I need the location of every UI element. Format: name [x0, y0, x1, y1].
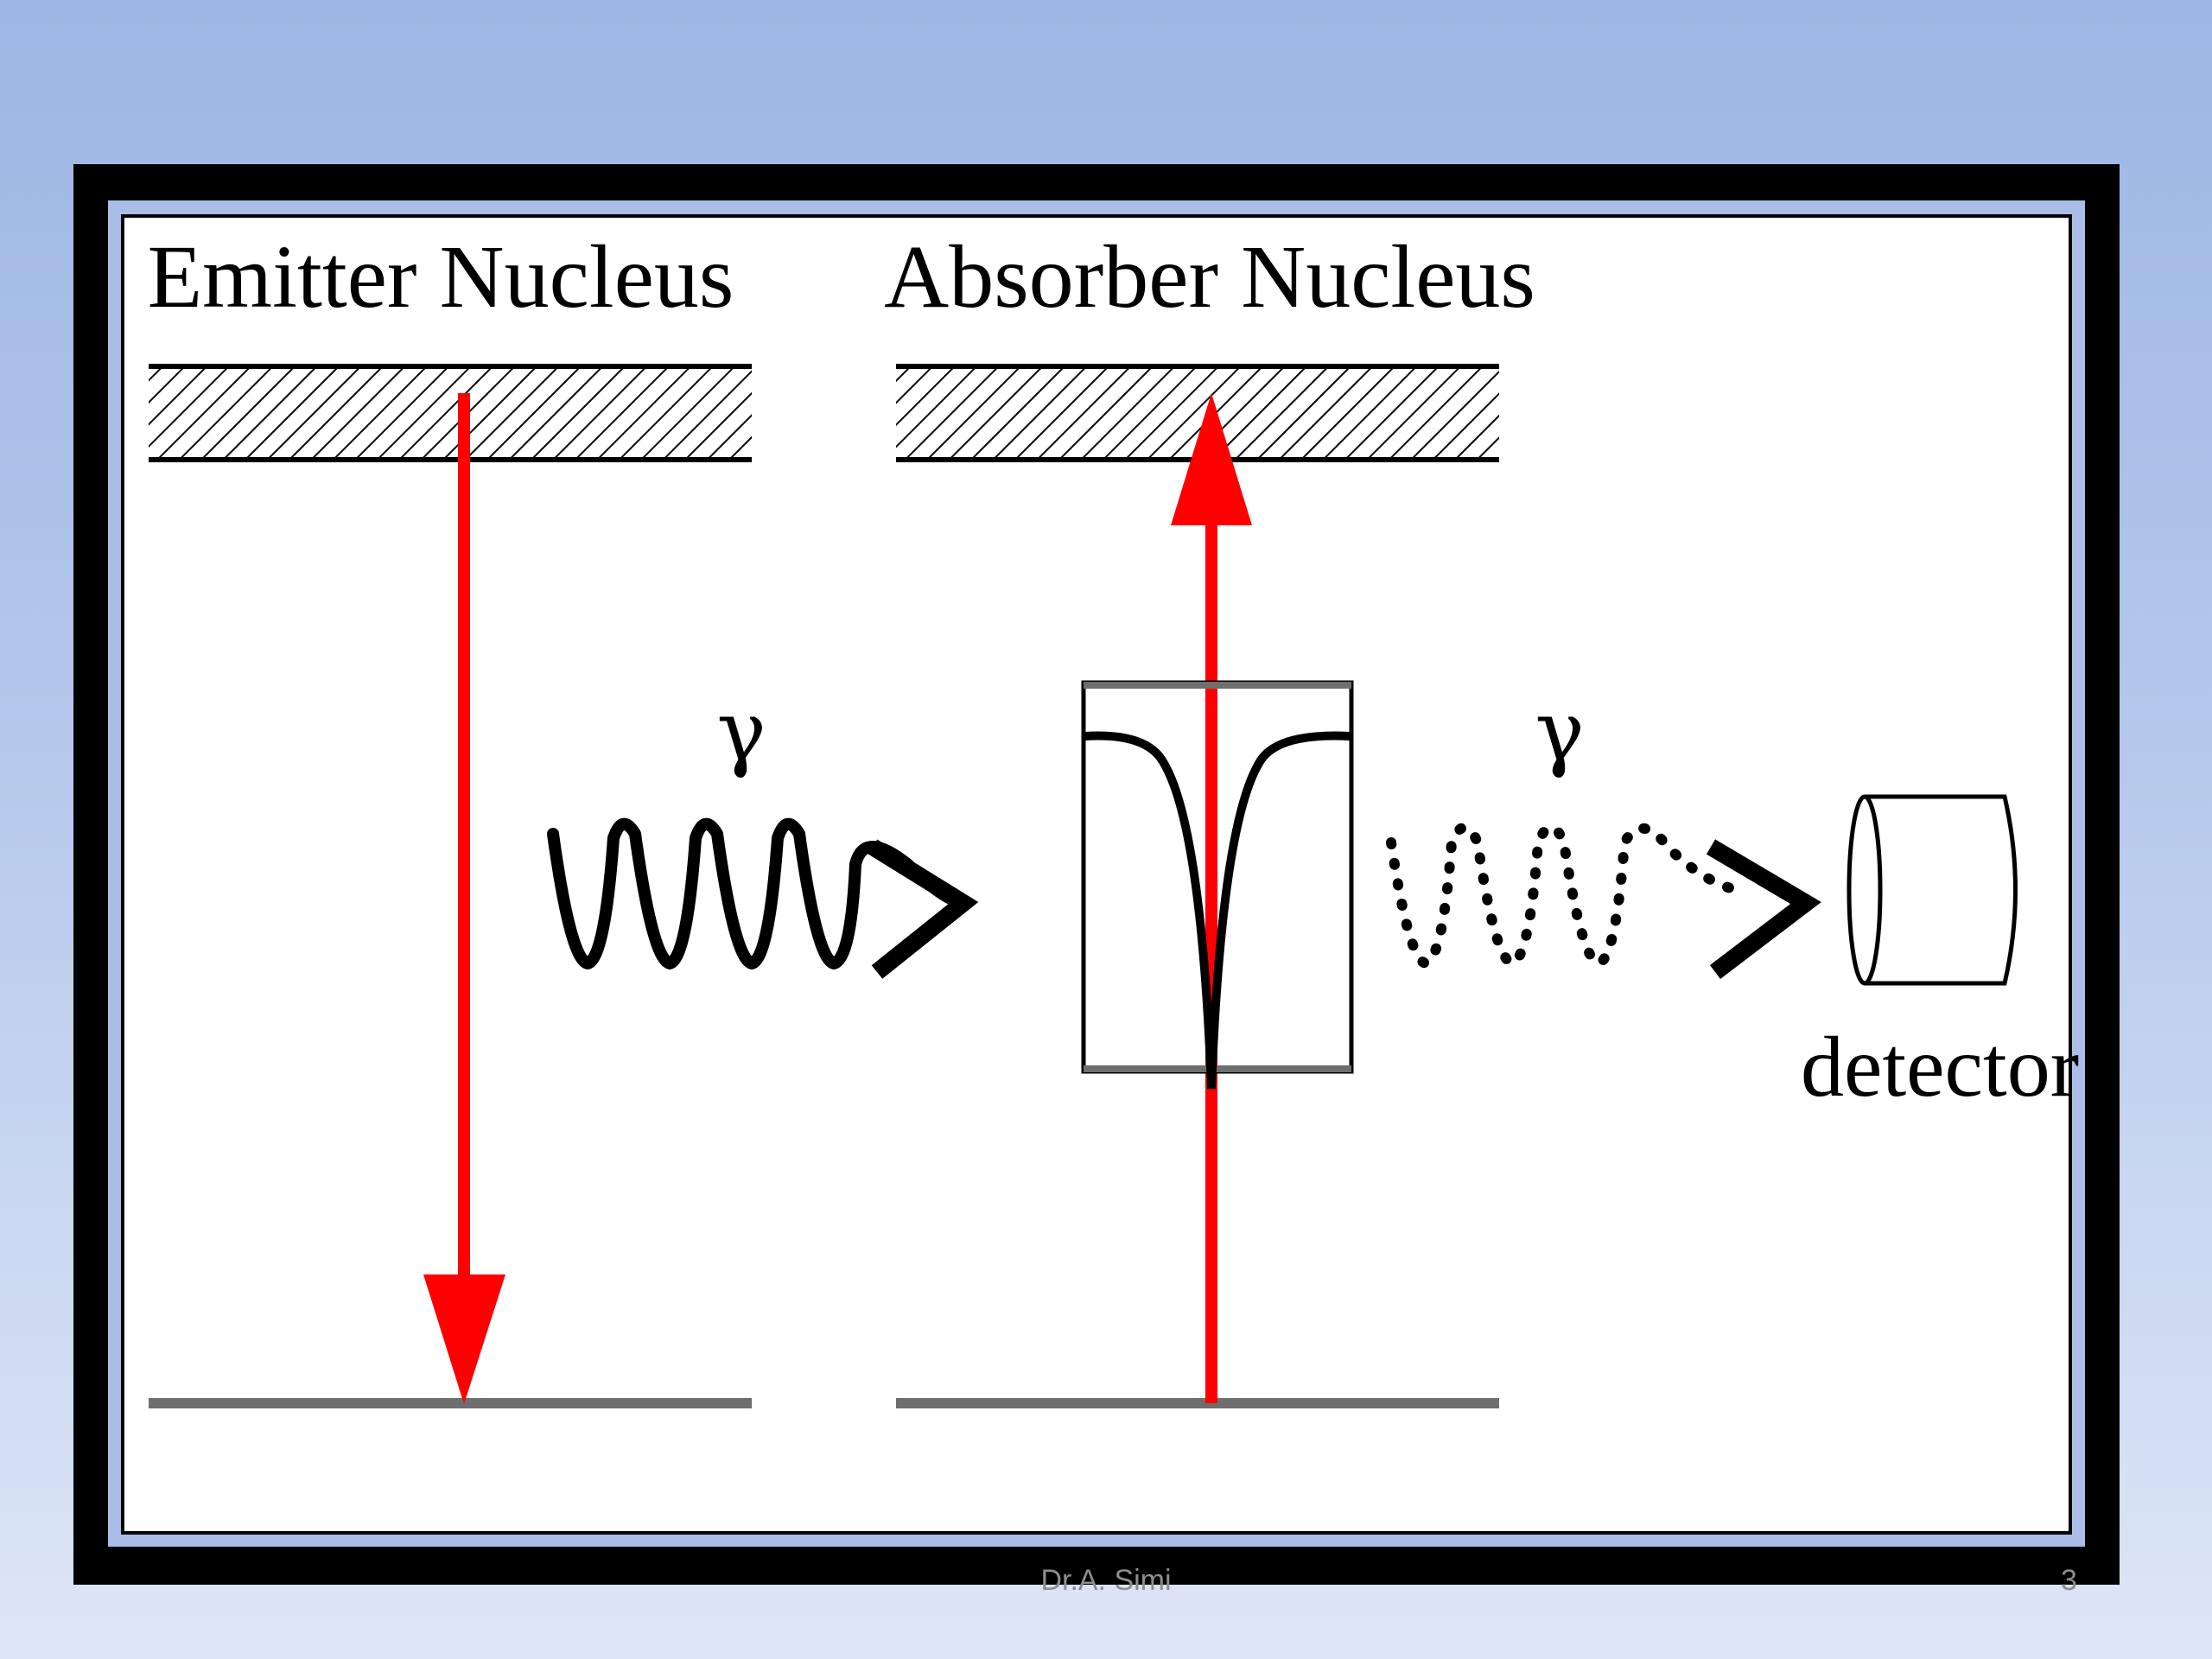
- detector-label: detector: [1801, 1019, 2079, 1115]
- gamma-symbol-left: γ: [716, 683, 766, 780]
- absorption-arrow: [1171, 393, 1252, 1403]
- footer-author: Dr.A. Simi: [1040, 1564, 1172, 1597]
- emitter-excited-level: [149, 364, 752, 462]
- emission-arrow: [423, 393, 505, 1404]
- transmitted-gamma-wave: [1386, 822, 1821, 979]
- absorber-sample: [1081, 680, 1354, 1090]
- incident-gamma-wave: [547, 817, 979, 979]
- absorber-excited-level: [896, 364, 1499, 462]
- slide-number: 3: [2061, 1564, 2077, 1597]
- gamma-symbol-right: γ: [1535, 683, 1584, 780]
- detector-icon: [1847, 794, 2018, 986]
- absorber-label: Absorber Nucleus: [884, 227, 1535, 327]
- emitter-label: Emitter Nucleus: [148, 227, 734, 327]
